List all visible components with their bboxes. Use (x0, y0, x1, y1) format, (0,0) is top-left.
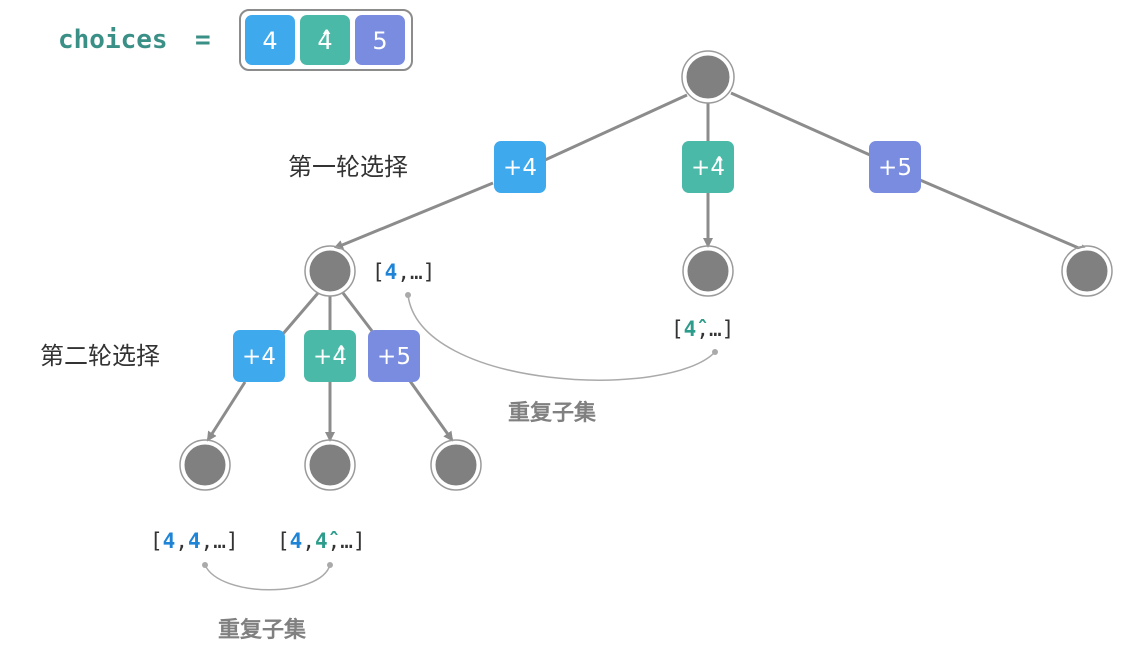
duplicate-connector-upper (405, 292, 718, 381)
edge (730, 91, 871, 157)
choice-cell-text: 4̂ (317, 27, 332, 55)
connector-dot (405, 292, 411, 298)
duplicate-subset-label: 重复子集 (508, 400, 597, 426)
tree-node-ring (179, 439, 231, 491)
choice-badge-plus-4 (233, 330, 285, 382)
edge (919, 178, 1090, 254)
round1-label: 第一轮选择 (288, 153, 408, 181)
edge (408, 380, 454, 442)
subset-label-4-4-hat: [4,4̂,…] (277, 529, 366, 553)
tree-nodes (179, 50, 1113, 491)
tree-node-ring (430, 439, 482, 491)
tree-node-ring (304, 245, 356, 297)
choice-cell-5 (355, 15, 405, 65)
round2-label: 第二轮选择 (40, 342, 160, 370)
tree-node-ring (304, 439, 356, 491)
subset-label-4: [4,…] (372, 260, 435, 284)
choices-array: 4 4̂ 5 (245, 15, 405, 65)
subset-label-4-hat: [4̂,…] (671, 317, 734, 341)
choices-label: choices (58, 25, 168, 55)
duplicate-connector-lower (202, 562, 333, 591)
tree-node (1063, 247, 1111, 295)
edge (341, 292, 374, 332)
tree-node-ring (682, 245, 734, 297)
tree-node (306, 247, 354, 295)
choice-badge-plus-4 (494, 141, 546, 193)
connector-dot (327, 562, 333, 568)
connector-dot (202, 562, 208, 568)
choice-badge-plus-4-hat (682, 141, 734, 193)
tree-node (181, 441, 229, 489)
choice-badge-text: +4 (503, 155, 537, 181)
equals-sign: = (195, 25, 211, 55)
round2-choices: +4 +4̂ +5 (233, 330, 420, 382)
round1-edges (333, 91, 1090, 254)
choice-badge-plus-5 (368, 330, 420, 382)
round1-choices: +4 +4̂ +5 (494, 141, 921, 193)
duplicate-subset-label: 重复子集 (218, 617, 307, 643)
choice-cell-text: 4 (262, 27, 277, 55)
tree-node (306, 441, 354, 489)
tree-node (684, 247, 732, 295)
connector-curve (204, 564, 331, 591)
tree-node-ring (1061, 245, 1113, 297)
edge (544, 93, 688, 162)
connector-curve (407, 294, 716, 381)
choice-badge-text: +4̂ (691, 155, 725, 181)
root-node (683, 52, 733, 102)
tree-node (432, 441, 480, 489)
edge (333, 181, 494, 250)
choice-cell-4-hat (300, 15, 350, 65)
subset-label-4-4: [4,4,…] (150, 529, 239, 553)
root-node-ring (681, 50, 735, 104)
choice-badge-plus-5 (869, 141, 921, 193)
choice-badge-text: +5 (377, 344, 411, 370)
choice-badge-plus-4-hat (304, 330, 356, 382)
choice-badge-text: +4 (242, 344, 276, 370)
choice-badge-text: +4̂ (313, 344, 347, 370)
round2-edges (206, 292, 454, 442)
edge (206, 381, 247, 442)
choice-cell-text: 5 (372, 27, 387, 55)
choice-cell-4 (245, 15, 295, 65)
edge (280, 292, 320, 336)
choice-badge-text: +5 (878, 155, 912, 181)
connector-dot (712, 349, 718, 355)
